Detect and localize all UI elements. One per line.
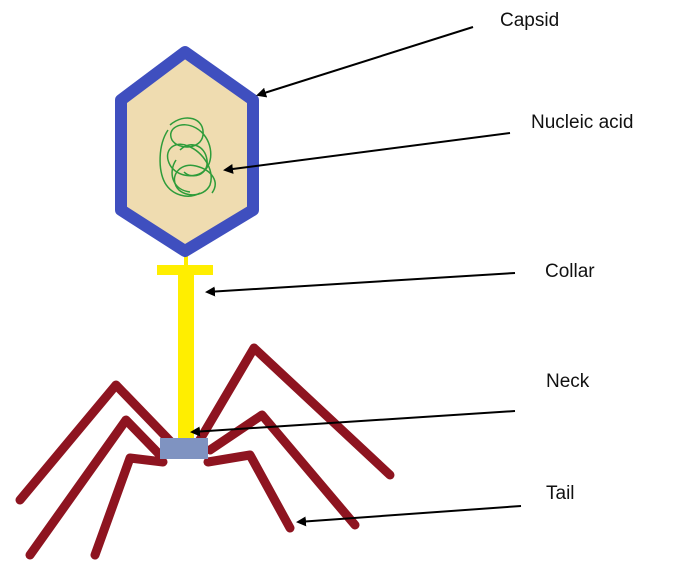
tail-fiber-left-inner — [95, 458, 163, 555]
label-nucleic-acid: Nucleic acid — [531, 112, 633, 134]
neck-arrow — [192, 411, 515, 432]
label-neck: Neck — [546, 371, 589, 393]
label-tail: Tail — [546, 483, 575, 505]
capsid-hexagon — [121, 52, 253, 251]
label-collar: Collar — [545, 261, 595, 283]
nucleic-acid-arrow — [225, 133, 510, 170]
tail-fiber-left-middle — [30, 420, 160, 555]
label-capsid: Capsid — [500, 10, 559, 32]
base-plate — [160, 438, 208, 459]
collar-arrow — [207, 273, 515, 292]
neck-sheath — [178, 270, 194, 440]
capsid-arrow — [258, 27, 473, 95]
tail-fiber-right-inner — [208, 455, 290, 528]
tail-arrow — [298, 506, 521, 522]
